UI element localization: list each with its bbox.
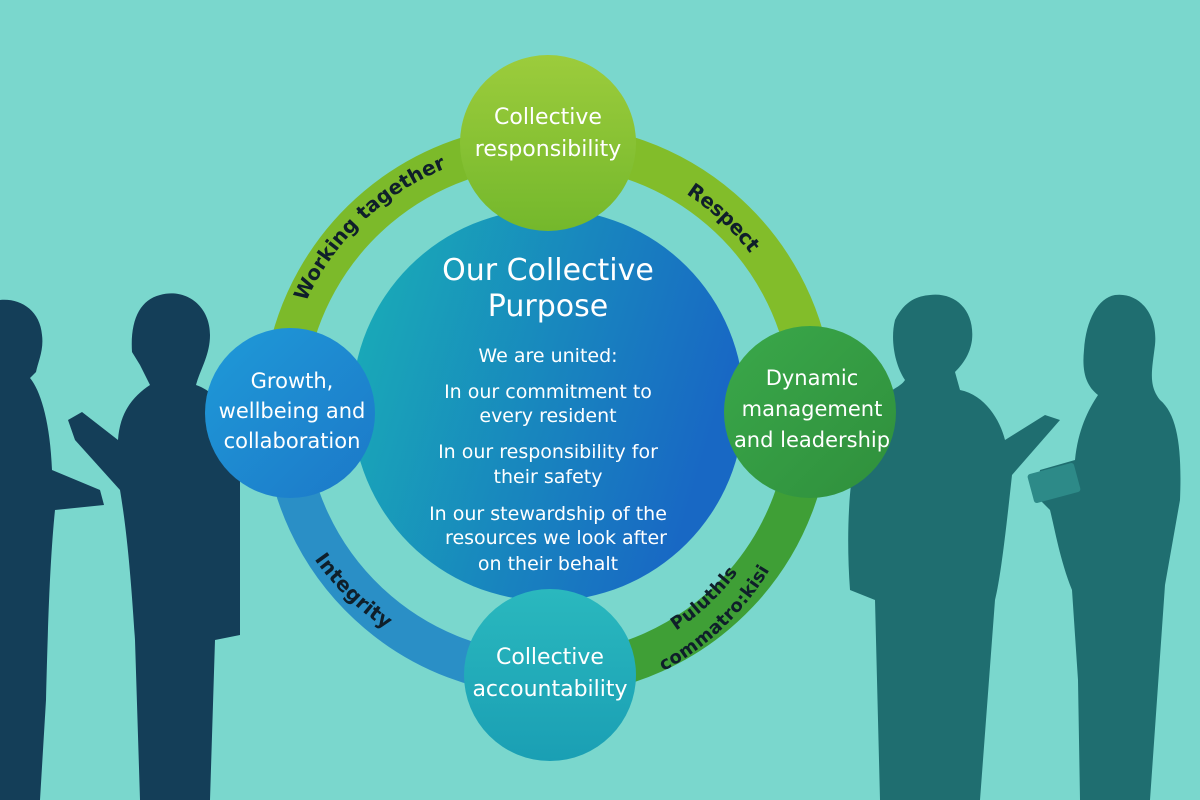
center-line: on their behalt bbox=[478, 553, 618, 575]
node-circle bbox=[724, 326, 896, 498]
central-purpose-circle bbox=[352, 209, 744, 601]
center-title-line2: Purpose bbox=[488, 289, 608, 324]
woman-silhouette-left bbox=[0, 299, 104, 800]
node-label: accountability bbox=[472, 677, 627, 702]
silhouette-people-right bbox=[848, 294, 1181, 800]
center-line: every resident bbox=[479, 405, 616, 427]
silhouette-people-left bbox=[0, 293, 240, 800]
center-line: their safety bbox=[494, 466, 603, 488]
center-line: resources we look after bbox=[445, 527, 667, 549]
node-label: Growth, bbox=[251, 369, 334, 393]
center-title-line1: Our Collective bbox=[442, 253, 654, 288]
tablet-icon bbox=[1027, 462, 1081, 504]
node-label: collaboration bbox=[224, 429, 361, 453]
center-line: In our commitment to bbox=[444, 381, 652, 403]
node-collective-accountability: Collective accountability bbox=[464, 589, 636, 761]
node-circle bbox=[460, 55, 636, 231]
center-line: In our stewardship of the bbox=[429, 503, 667, 525]
node-label: management bbox=[742, 397, 883, 421]
node-label: responsibility bbox=[475, 137, 621, 162]
man-silhouette-right bbox=[848, 294, 1060, 800]
node-label: Collective bbox=[494, 105, 602, 130]
center-intro: We are united: bbox=[478, 345, 617, 367]
node-dynamic-management: Dynamic management and leadership bbox=[724, 326, 896, 498]
node-label: Collective bbox=[496, 645, 604, 670]
woman-silhouette-right bbox=[1035, 294, 1181, 800]
node-collective-responsibility: Collective responsibility bbox=[460, 55, 636, 231]
node-circle bbox=[205, 328, 375, 498]
node-label: Dynamic bbox=[766, 366, 859, 390]
node-label: and leadership bbox=[734, 428, 890, 452]
man-silhouette bbox=[68, 293, 240, 800]
node-label: wellbeing and bbox=[219, 399, 366, 423]
center-line: In our responsibility for bbox=[438, 441, 658, 463]
node-circle bbox=[464, 589, 636, 761]
node-growth-wellbeing: Growth, wellbeing and collaboration bbox=[205, 328, 375, 498]
